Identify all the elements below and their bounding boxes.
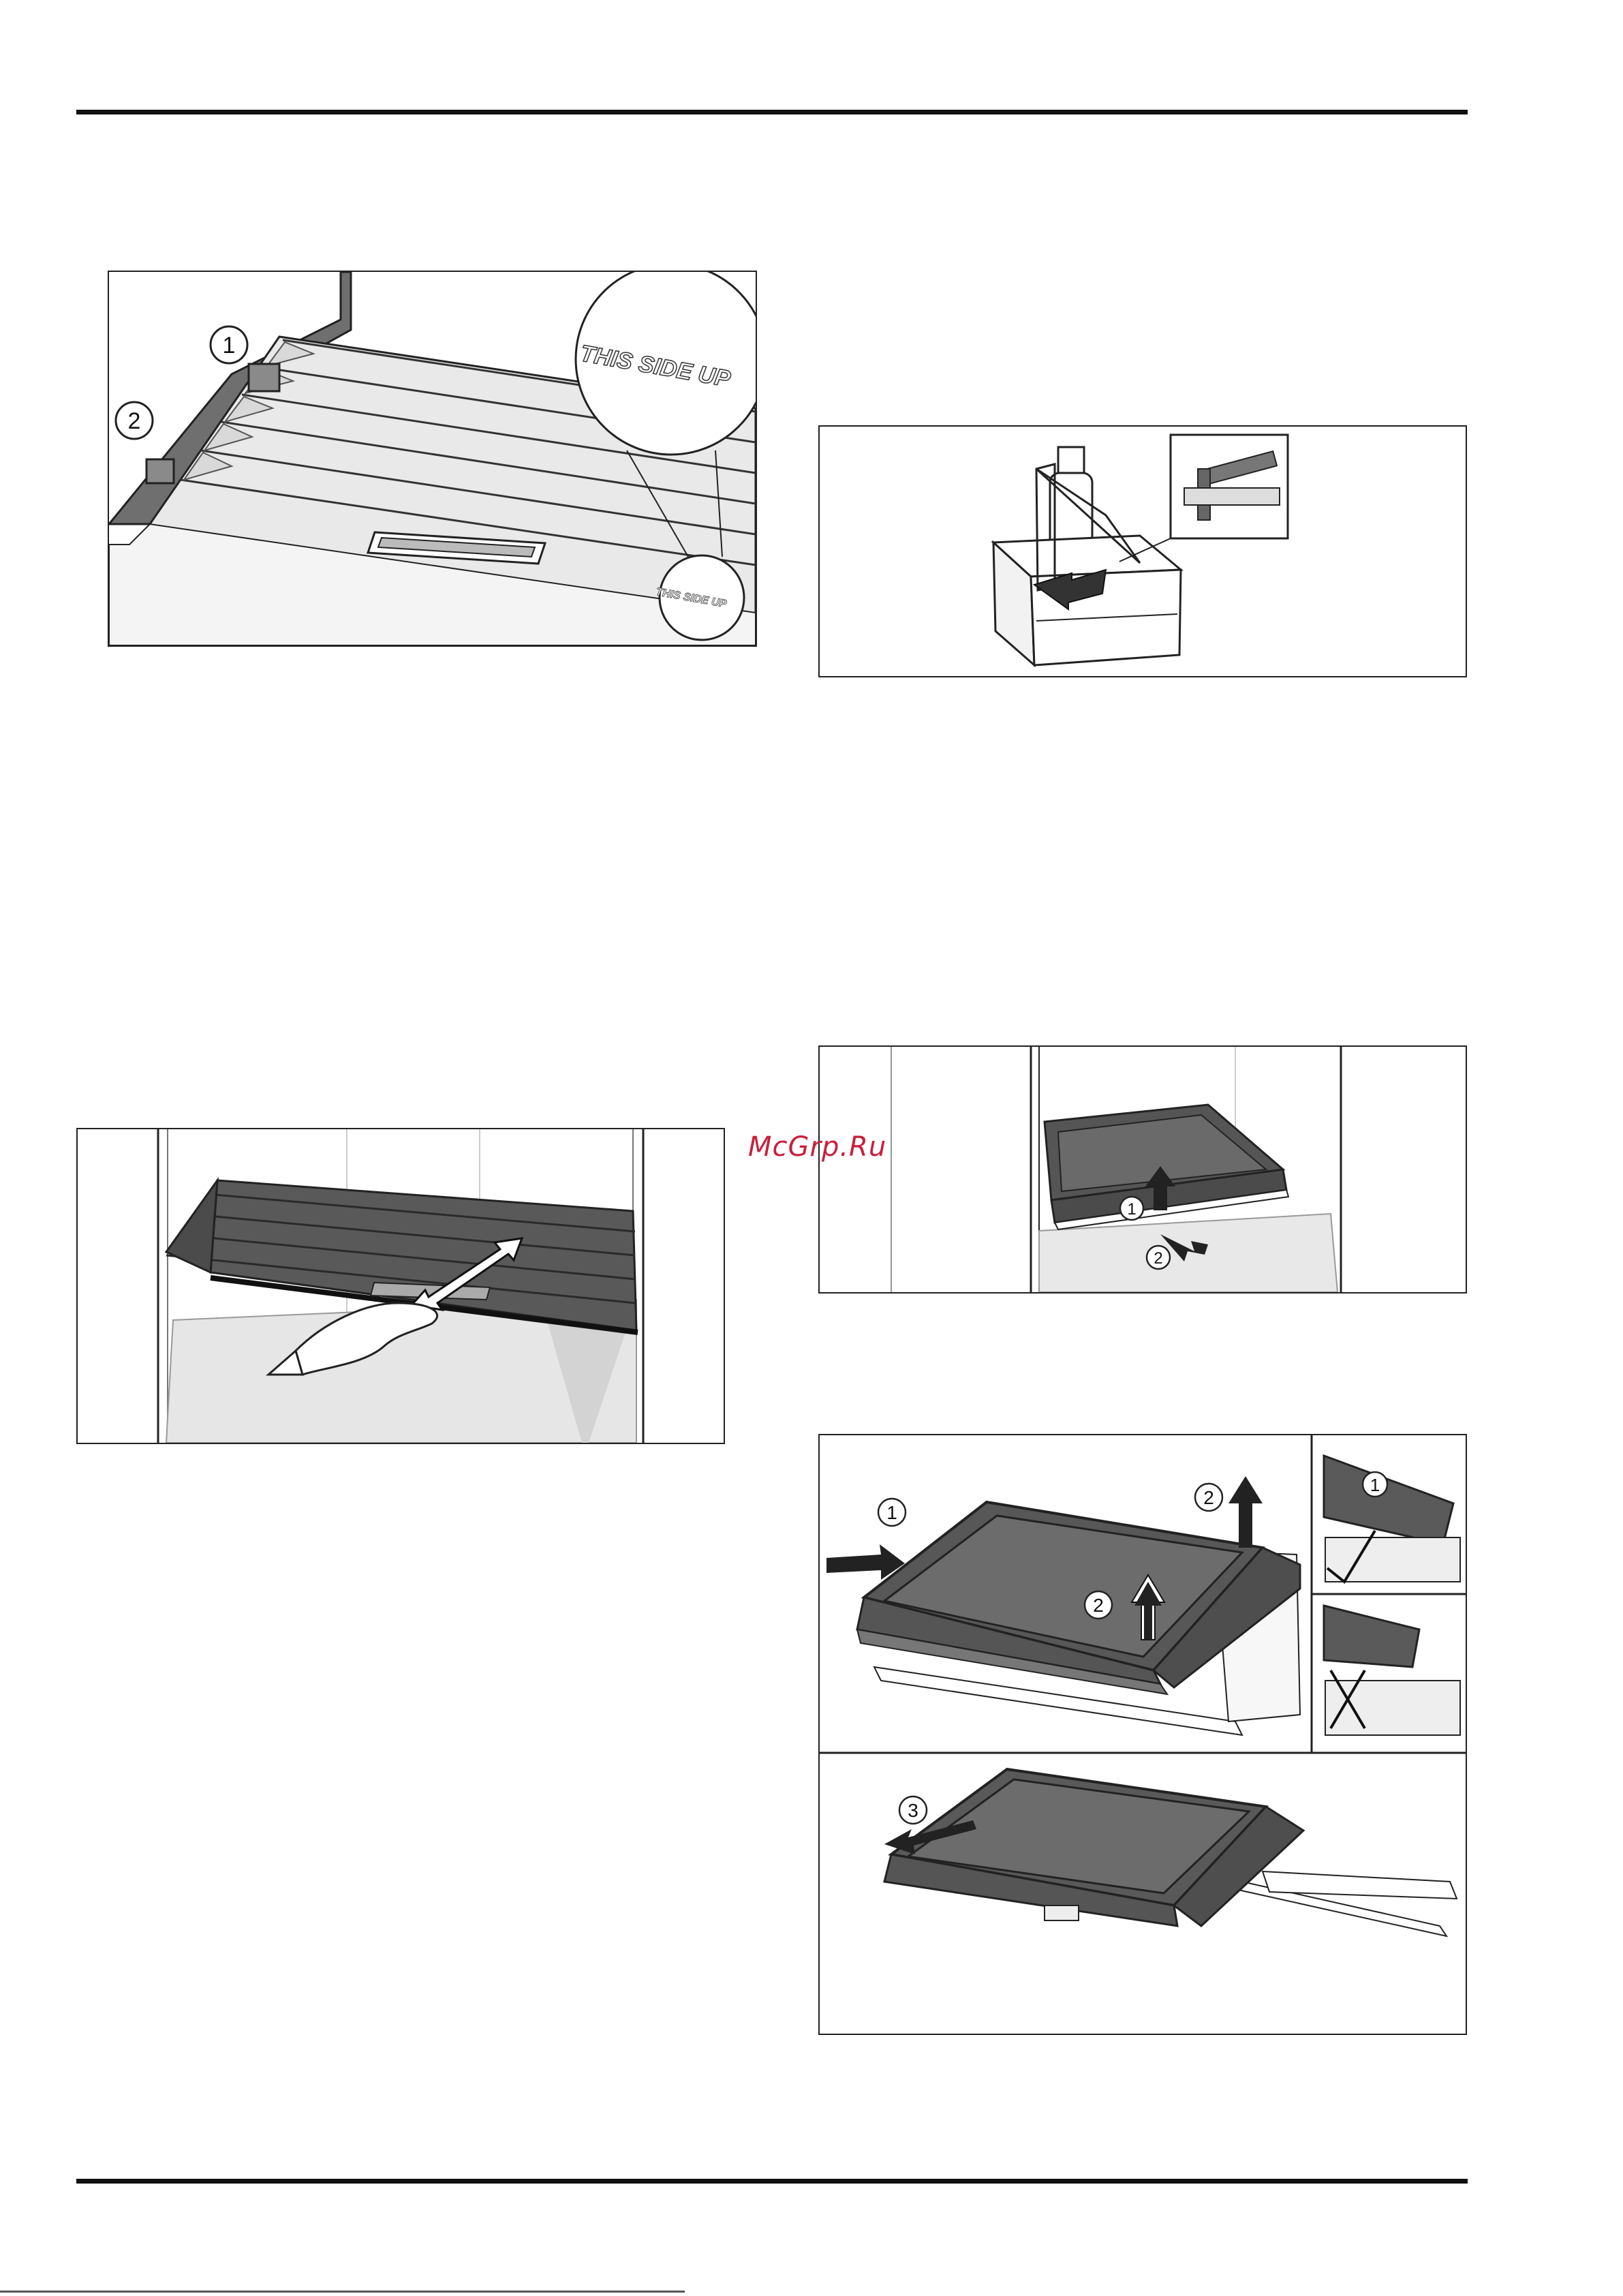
bottle-holder-illustration — [820, 427, 1466, 676]
callout-1: 1 — [223, 333, 236, 358]
callout-2a: 2 — [1203, 1487, 1214, 1508]
figure-bottle-holder — [818, 425, 1467, 677]
callout-1: 1 — [1127, 1200, 1136, 1219]
callout-2: 2 — [128, 408, 141, 434]
callout-2: 2 — [1154, 1249, 1162, 1268]
top-rule — [76, 110, 1468, 114]
callout-2b: 2 — [1093, 1595, 1104, 1616]
footer-line — [0, 2291, 685, 2293]
callout-3: 3 — [908, 1800, 918, 1821]
figure-drawer-lift: 1 2 — [818, 1045, 1467, 1294]
watermark-text: McGrp.Ru — [748, 1131, 886, 1163]
figure-drawer-remove: 1 2 2 1 3 — [818, 1434, 1467, 2035]
shelf-orientation-illustration: 1 2 THIS SIDE UP THIS SIDE UP — [109, 272, 756, 645]
drawer-lift-illustration: 1 2 — [820, 1047, 1466, 1292]
drawer-remove-illustration: 1 2 2 1 3 — [820, 1435, 1466, 2034]
bottom-rule — [76, 2179, 1468, 2184]
callout-1: 1 — [886, 1502, 897, 1523]
glass-shelf-slide-illustration — [78, 1129, 724, 1443]
figure-glass-shelf-slide — [76, 1128, 725, 1444]
figure-shelf-orientation: 1 2 THIS SIDE UP THIS SIDE UP — [108, 271, 757, 647]
detail-callout-1: 1 — [1370, 1475, 1380, 1495]
